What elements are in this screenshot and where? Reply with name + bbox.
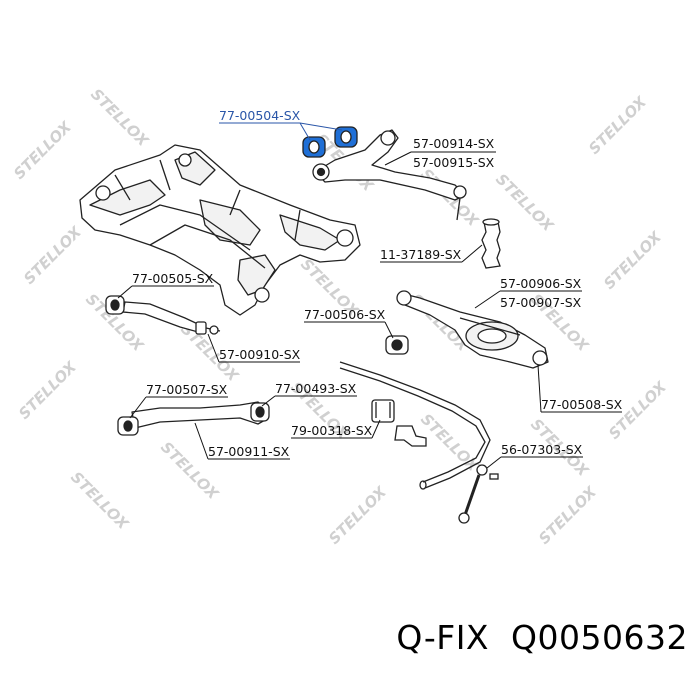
label-77-00504[interactable]: 77-00504-SX [219, 108, 301, 123]
part-labels: 77-00504-SX 57-00914-SX 57-00915-SX 11-3… [132, 108, 623, 459]
label-57-00911[interactable]: 57-00911-SX [208, 444, 290, 459]
label-57-00914[interactable]: 57-00914-SX [413, 136, 495, 151]
toe-link [105, 295, 221, 335]
trailing-arm [117, 401, 270, 436]
brand-name: Q-FIX [396, 618, 490, 657]
bushing-77-00504 [302, 126, 358, 158]
bushing-77-00506 [385, 335, 409, 355]
rear-subframe [79, 144, 361, 316]
watermark: STELLOX [87, 85, 153, 151]
stabilizer-bracket [394, 425, 427, 447]
label-56-07303[interactable]: 56-07303-SX [501, 442, 583, 457]
part-number: Q0050632 [511, 618, 688, 657]
watermark: STELLOX [600, 227, 666, 293]
label-57-00906[interactable]: 57-00906-SX [500, 276, 582, 291]
watermark: STELLOX [535, 482, 601, 548]
watermark: STELLOX [492, 170, 558, 236]
bump-stop [481, 218, 501, 269]
lower-control-arm [396, 290, 549, 369]
stabilizer-bushing [371, 399, 395, 423]
label-77-00506[interactable]: 77-00506-SX [304, 307, 386, 322]
label-77-00508[interactable]: 77-00508-SX [541, 397, 623, 412]
label-79-00318[interactable]: 79-00318-SX [291, 423, 373, 438]
label-77-00505[interactable]: 77-00505-SX [132, 271, 214, 286]
watermark: STELLOX [67, 468, 133, 534]
watermark: STELLOX [15, 357, 81, 423]
leader-lines [117, 122, 622, 469]
upper-control-arm [312, 129, 467, 221]
label-77-00493[interactable]: 77-00493-SX [275, 381, 357, 396]
watermark: STELLOX [20, 222, 86, 288]
label-57-00907[interactable]: 57-00907-SX [500, 295, 582, 310]
label-77-00507[interactable]: 77-00507-SX [146, 382, 228, 397]
stabilizer-link [458, 464, 499, 524]
label-57-00910[interactable]: 57-00910-SX [219, 347, 301, 362]
stabilizer-bar [339, 361, 491, 490]
watermark: STELLOX [325, 482, 391, 548]
watermark: STELLOX [585, 92, 651, 158]
footer-caption: Q-FIX Q0050632 [396, 618, 688, 657]
label-57-00915[interactable]: 57-00915-SX [413, 155, 495, 170]
watermark: STELLOX [10, 117, 76, 183]
label-11-37189[interactable]: 11-37189-SX [380, 247, 462, 262]
